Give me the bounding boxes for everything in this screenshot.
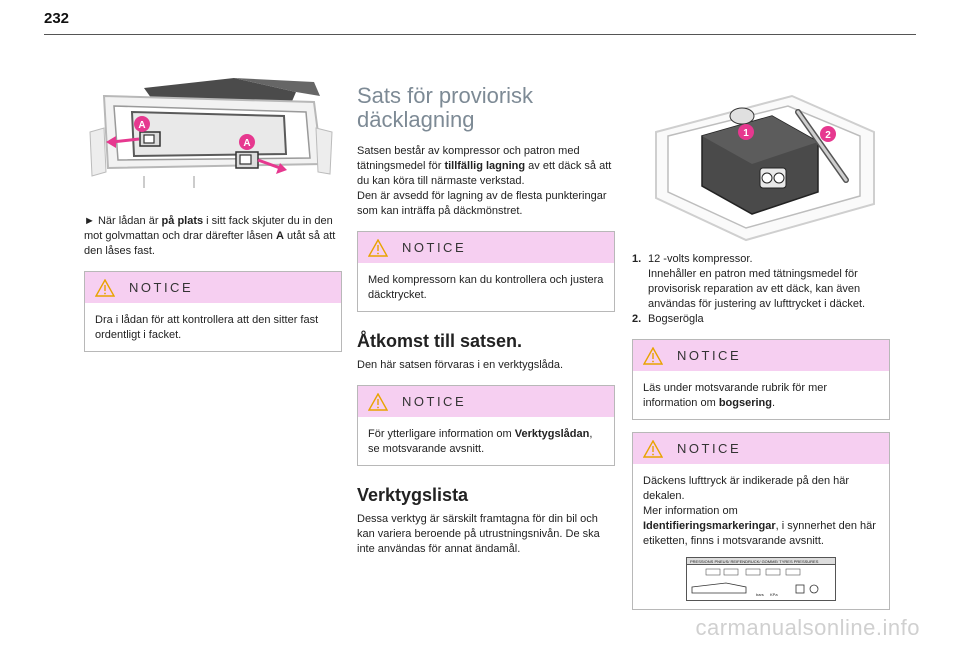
tyre-label-unit-bars: bars (756, 592, 764, 597)
drawer-lock-illustration: A A (84, 72, 334, 190)
callout-a-label-2: A (243, 138, 250, 149)
notice-box-secure-drawer: NOTICE Dra i lådan för att kontrollera a… (84, 271, 342, 352)
warning-triangle-icon (368, 238, 388, 257)
notice-text: För ytterligare information om Verktygsl… (368, 428, 593, 455)
notice-box-compressor: NOTICE Med kompressorn kan du kontroller… (357, 231, 615, 312)
notice-header: NOTICE (358, 386, 614, 417)
notice-text: Med kompressorn kan du kontrollera och j… (368, 274, 604, 301)
tyre-label-header: PRESSIONS PNEUS/ REIFENDRUCK/ GOMME/ TYR… (690, 559, 819, 564)
callout-1-label: 1 (743, 128, 749, 139)
column-middle: Sats för proviorisk däcklagning Satsen b… (357, 72, 615, 557)
column-left: A A ► När lådan är på plats i sitt fack … (84, 72, 342, 352)
header-divider (44, 34, 916, 35)
notice-box-towing: NOTICE Läs under motsvarande rubrik för … (632, 339, 890, 420)
tyre-pressure-label-image: PRESSIONS PNEUS/ REIFENDRUCK/ GOMME/ TYR… (686, 557, 836, 601)
notice-title: NOTICE (129, 280, 194, 295)
list-item: 1. 12 -volts kompressor. Innehåller en p… (632, 253, 866, 310)
notice-header: NOTICE (633, 433, 889, 464)
repair-kit-illustration: 1 2 (655, 94, 875, 242)
notice-title: NOTICE (402, 240, 467, 255)
notice-header: NOTICE (633, 340, 889, 371)
warning-triangle-icon (95, 278, 115, 297)
access-text: Den här satsen förvaras i en verktygslåd… (357, 359, 564, 371)
tyre-label-unit-kpa: KPa (770, 592, 778, 597)
list-item: 2. Bogserögla (632, 313, 704, 325)
intro-text: Satsen består av kompressor och patron m… (357, 145, 612, 217)
notice-header: NOTICE (85, 272, 341, 303)
section-title: Sats för proviorisk däcklagning (357, 83, 534, 132)
tools-heading: Verktygslista (357, 485, 469, 505)
warning-triangle-icon (643, 439, 663, 458)
watermark-text: carmanualsonline.info (695, 615, 920, 640)
notice-title: NOTICE (402, 394, 467, 409)
warning-triangle-icon (368, 392, 388, 411)
column-right: 1 2 1. 12 -volts kompressor. Innehåller … (632, 72, 890, 610)
notice-header: NOTICE (358, 232, 614, 263)
tools-text: Dessa verktyg är särskilt framtagna för … (357, 513, 600, 555)
callout-2-label: 2 (825, 130, 831, 141)
access-heading: Åtkomst till satsen. (357, 331, 523, 351)
notice-text: Däckens lufttryck är indikerade på den h… (633, 464, 889, 609)
notice-title: NOTICE (677, 441, 742, 456)
notice-box-toolbox: NOTICE För ytterligare information om Ve… (357, 385, 615, 466)
callout-a-label-1: A (138, 120, 145, 131)
notice-text: Läs under motsvarande rubrik för mer inf… (643, 382, 828, 409)
step-text: ► När lådan är på plats i sitt fack skju… (84, 215, 336, 257)
warning-triangle-icon (643, 346, 663, 365)
arrow-marker-icon: ► (84, 215, 95, 227)
page-number: 232 (44, 10, 70, 27)
notice-text: Dra i lådan för att kontrollera att den … (95, 314, 319, 341)
notice-box-tyre-pressure: NOTICE Däckens lufttryck är indikerade p… (632, 432, 890, 610)
notice-title: NOTICE (677, 348, 742, 363)
parts-list: 1. 12 -volts kompressor. Innehåller en p… (632, 252, 890, 327)
